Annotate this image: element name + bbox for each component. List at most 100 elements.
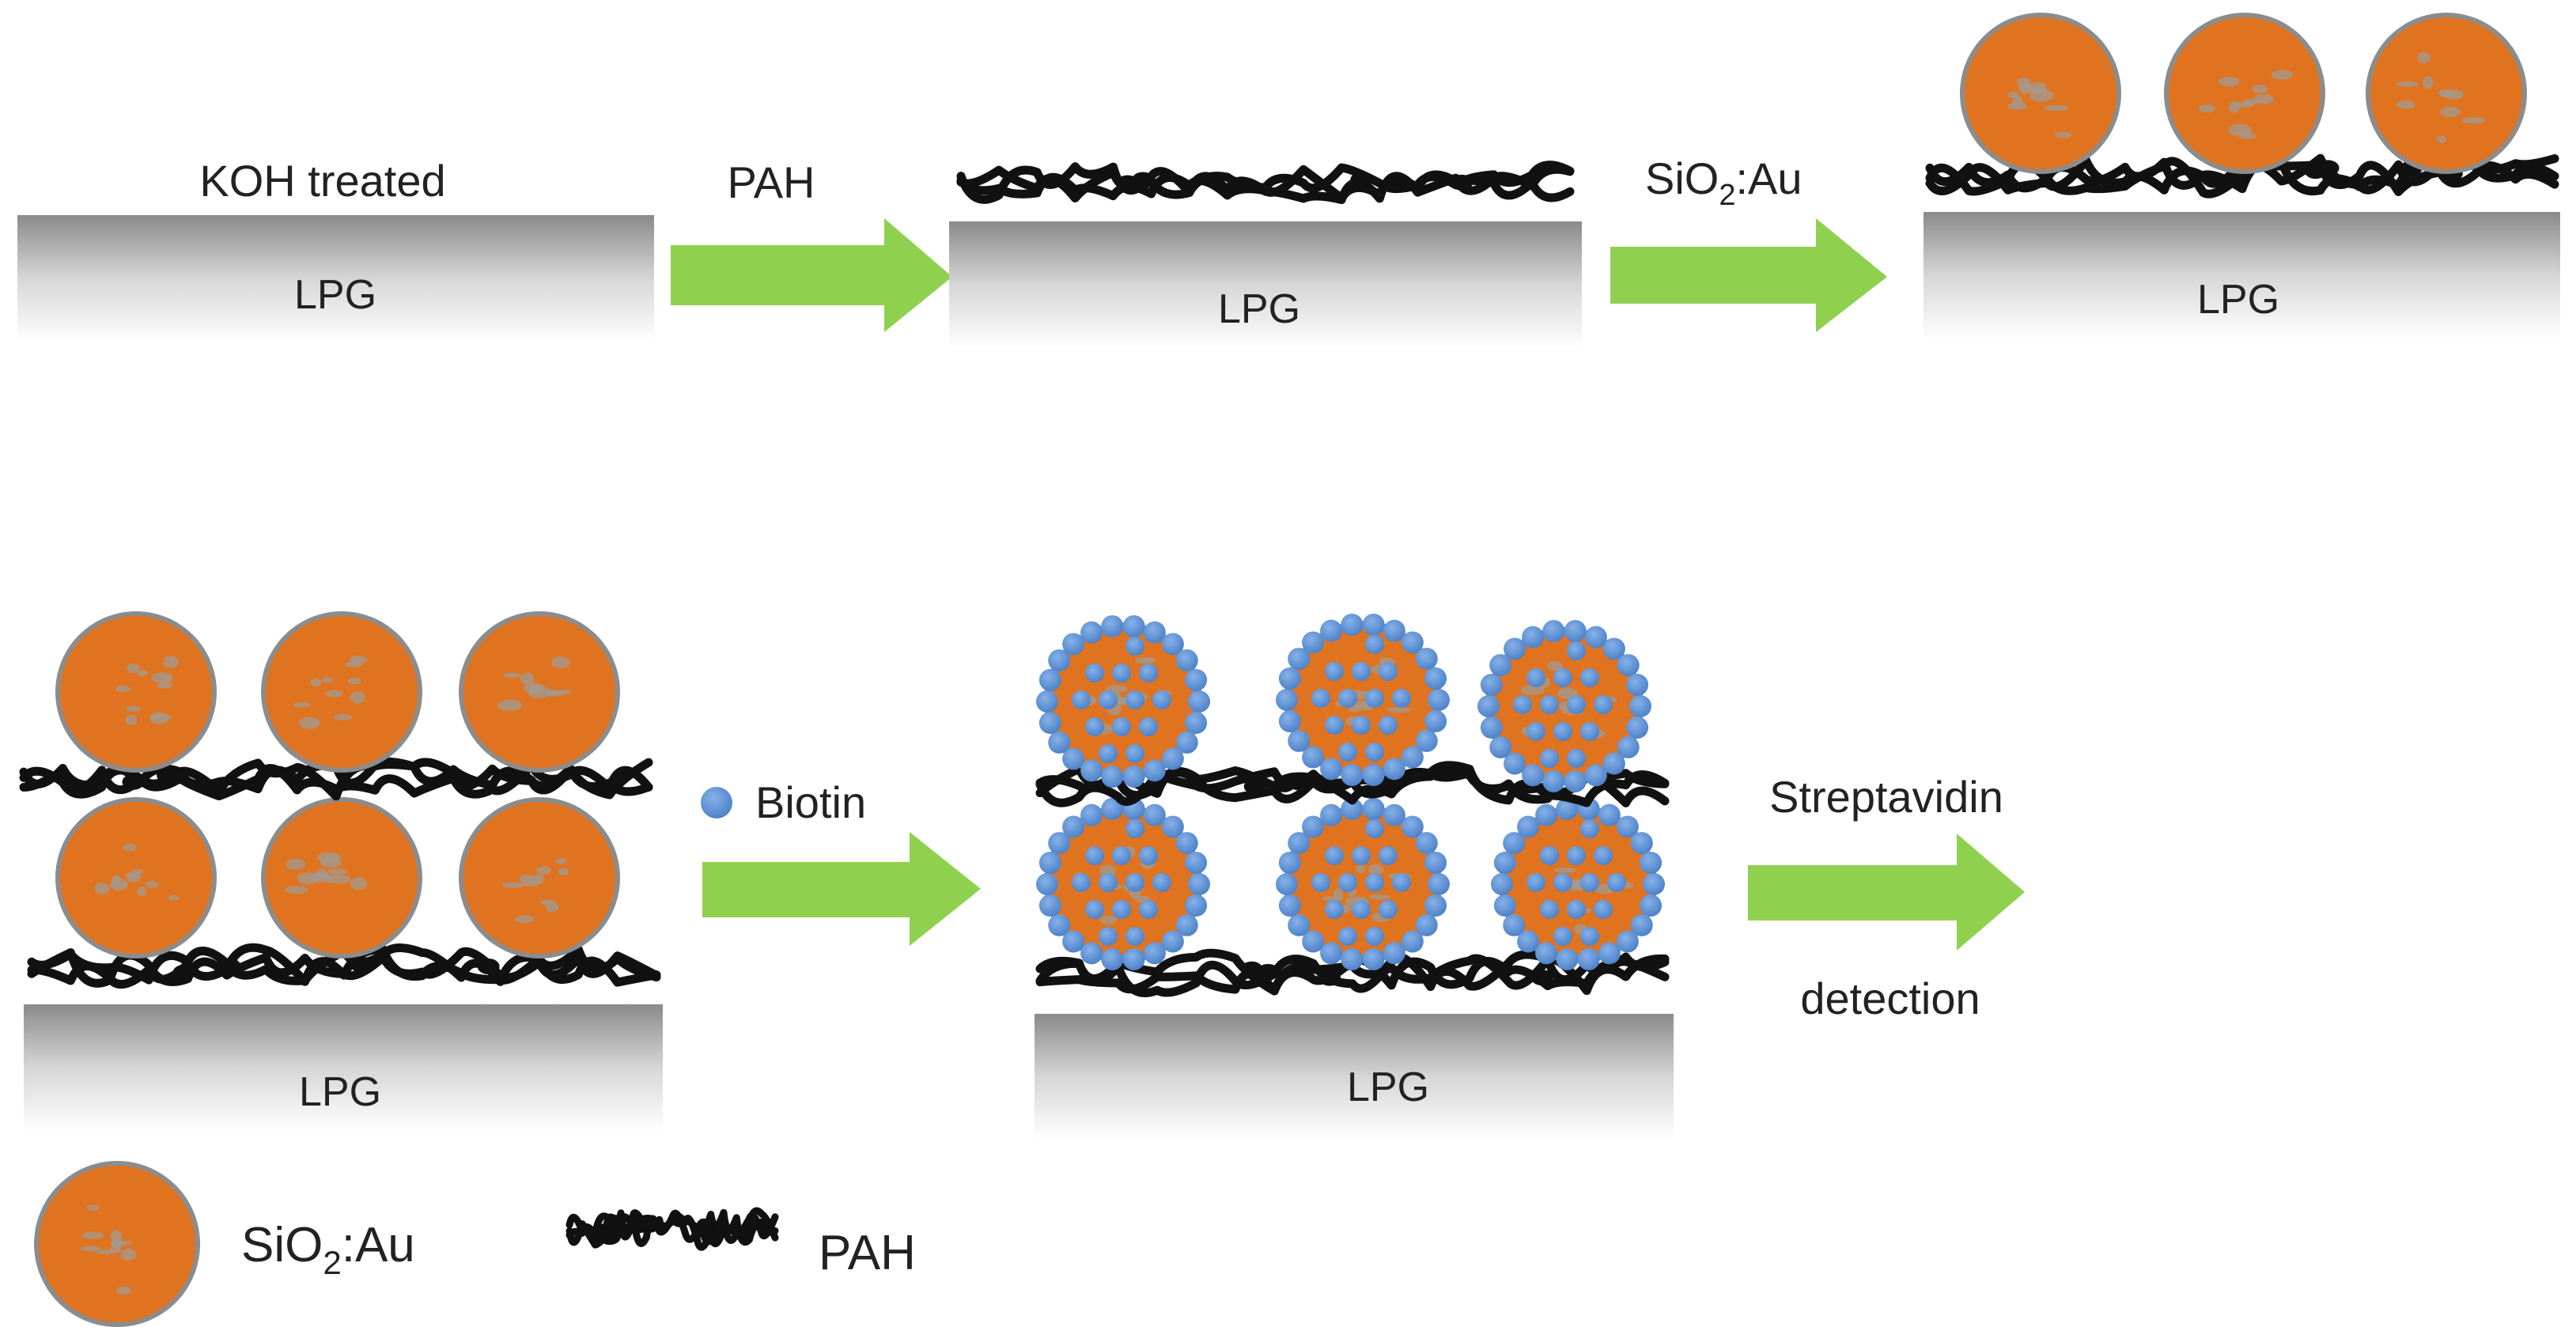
biotin-dot [1143, 942, 1166, 965]
gold-speckle [322, 677, 333, 683]
biotin-dot [1099, 873, 1118, 892]
gold-speckle [2440, 106, 2461, 118]
biotin-dot [1401, 815, 1424, 838]
biotin-dot [1415, 648, 1438, 671]
gold-speckle [127, 663, 140, 674]
gold-speckle [151, 672, 174, 683]
gold-speckle [109, 1240, 133, 1246]
biotin-dot [1038, 712, 1061, 735]
step-arrow-sio2au: SiO2:Au [1610, 153, 1887, 332]
gold-speckle [96, 1249, 116, 1255]
biotin-dot [1602, 752, 1625, 775]
biotin-dot [1161, 747, 1184, 770]
gold-speckle [284, 886, 308, 894]
biotin-dot [1594, 846, 1613, 865]
gold-speckle [1105, 685, 1128, 693]
gold-speckle [168, 894, 180, 901]
biotin-dot [1341, 948, 1364, 971]
biotin-dot [1125, 873, 1144, 892]
biotin-dot [1513, 695, 1532, 714]
gold-speckle [136, 887, 147, 897]
au-text: :Au [1736, 153, 1802, 203]
biotin-dot [1320, 942, 1343, 965]
gold-speckle [149, 712, 169, 724]
biotin-dot [1062, 815, 1085, 838]
biotin-dot [1540, 900, 1559, 919]
detection-label: detection [1800, 974, 1980, 1023]
biotin-dot [1278, 851, 1301, 874]
arrow [702, 832, 981, 946]
particle-core [2169, 17, 2321, 169]
biotin-dot [1048, 832, 1071, 855]
lpg-substrate [1035, 1014, 1674, 1140]
gold-speckle [503, 672, 521, 679]
lpg-substrate [949, 221, 1582, 348]
arrow [1748, 834, 2025, 951]
gold-speckle [2029, 89, 2054, 102]
biotin-dot [1616, 930, 1639, 953]
biotin-dot [1553, 873, 1572, 892]
pah-knot [1350, 172, 1373, 188]
gold-speckle [293, 701, 311, 708]
gold-speckle [1572, 880, 1583, 887]
gold-speckle [522, 881, 539, 887]
biotin-dot [1491, 873, 1513, 895]
biotin-dot [1276, 873, 1298, 895]
biotin-dot [1584, 626, 1607, 648]
biotin-dot [1175, 649, 1198, 672]
biotin-dot [1038, 668, 1061, 691]
biotin-dot [1338, 743, 1357, 762]
biotin-dot [1062, 633, 1085, 656]
biotin-dot [1517, 930, 1540, 953]
biotin-dot [1424, 667, 1447, 690]
gold-speckle [515, 915, 535, 924]
biotin-dot [1341, 764, 1364, 787]
gold-speckle [125, 714, 138, 725]
biotin-dot [1072, 873, 1091, 892]
lpg-substrate [1923, 212, 2560, 338]
gold-speckle [1367, 864, 1384, 875]
biotin-dot [1101, 948, 1124, 971]
biotin-dot [1122, 948, 1145, 971]
gold-speckle [308, 872, 332, 883]
gold-speckle [298, 716, 320, 729]
biotin-dot [1362, 948, 1385, 971]
biotin-dot [1139, 664, 1158, 682]
legend: SiO2:Au PAH [34, 1161, 916, 1327]
biotin-dot [1617, 735, 1640, 758]
biotin-dot [1085, 717, 1104, 736]
sio2au-particle [2164, 13, 2325, 174]
biotin-dot [1338, 689, 1357, 708]
gold-speckle [86, 1204, 100, 1211]
biotin-dot [1161, 633, 1184, 656]
biotin-dot [1175, 832, 1198, 855]
biotin-dot [1188, 690, 1210, 713]
biotin-dot [1643, 873, 1665, 895]
sio2au-particle [261, 797, 422, 958]
biotin-dot [1072, 690, 1091, 709]
biotin-dot [1379, 846, 1398, 865]
biotin-dot [1504, 637, 1526, 660]
biotin-dot [1099, 690, 1118, 709]
biotin-dot [1594, 900, 1613, 919]
biotin-dot [1278, 894, 1301, 917]
gold-speckle [325, 874, 351, 884]
gold-speckle [81, 1231, 104, 1239]
biotinylated-particle [1276, 613, 1450, 787]
pah-knot [349, 956, 372, 973]
biotin-step-label: Biotin [755, 777, 866, 827]
gold-speckle [497, 699, 523, 712]
biotinylated-particle [1477, 619, 1651, 793]
biotin-dot [1580, 668, 1599, 687]
biotin-dot [1489, 735, 1512, 758]
gold-speckle [1348, 705, 1362, 713]
biotin-dot [1526, 722, 1545, 741]
biotin-dot [1036, 873, 1058, 895]
biotin-dot [1379, 900, 1398, 919]
gold-speckle [2055, 131, 2072, 139]
gold-speckle [2436, 135, 2446, 144]
pah-knot [701, 1229, 724, 1246]
gold-speckle [545, 902, 559, 913]
gold-speckle [1099, 864, 1117, 877]
